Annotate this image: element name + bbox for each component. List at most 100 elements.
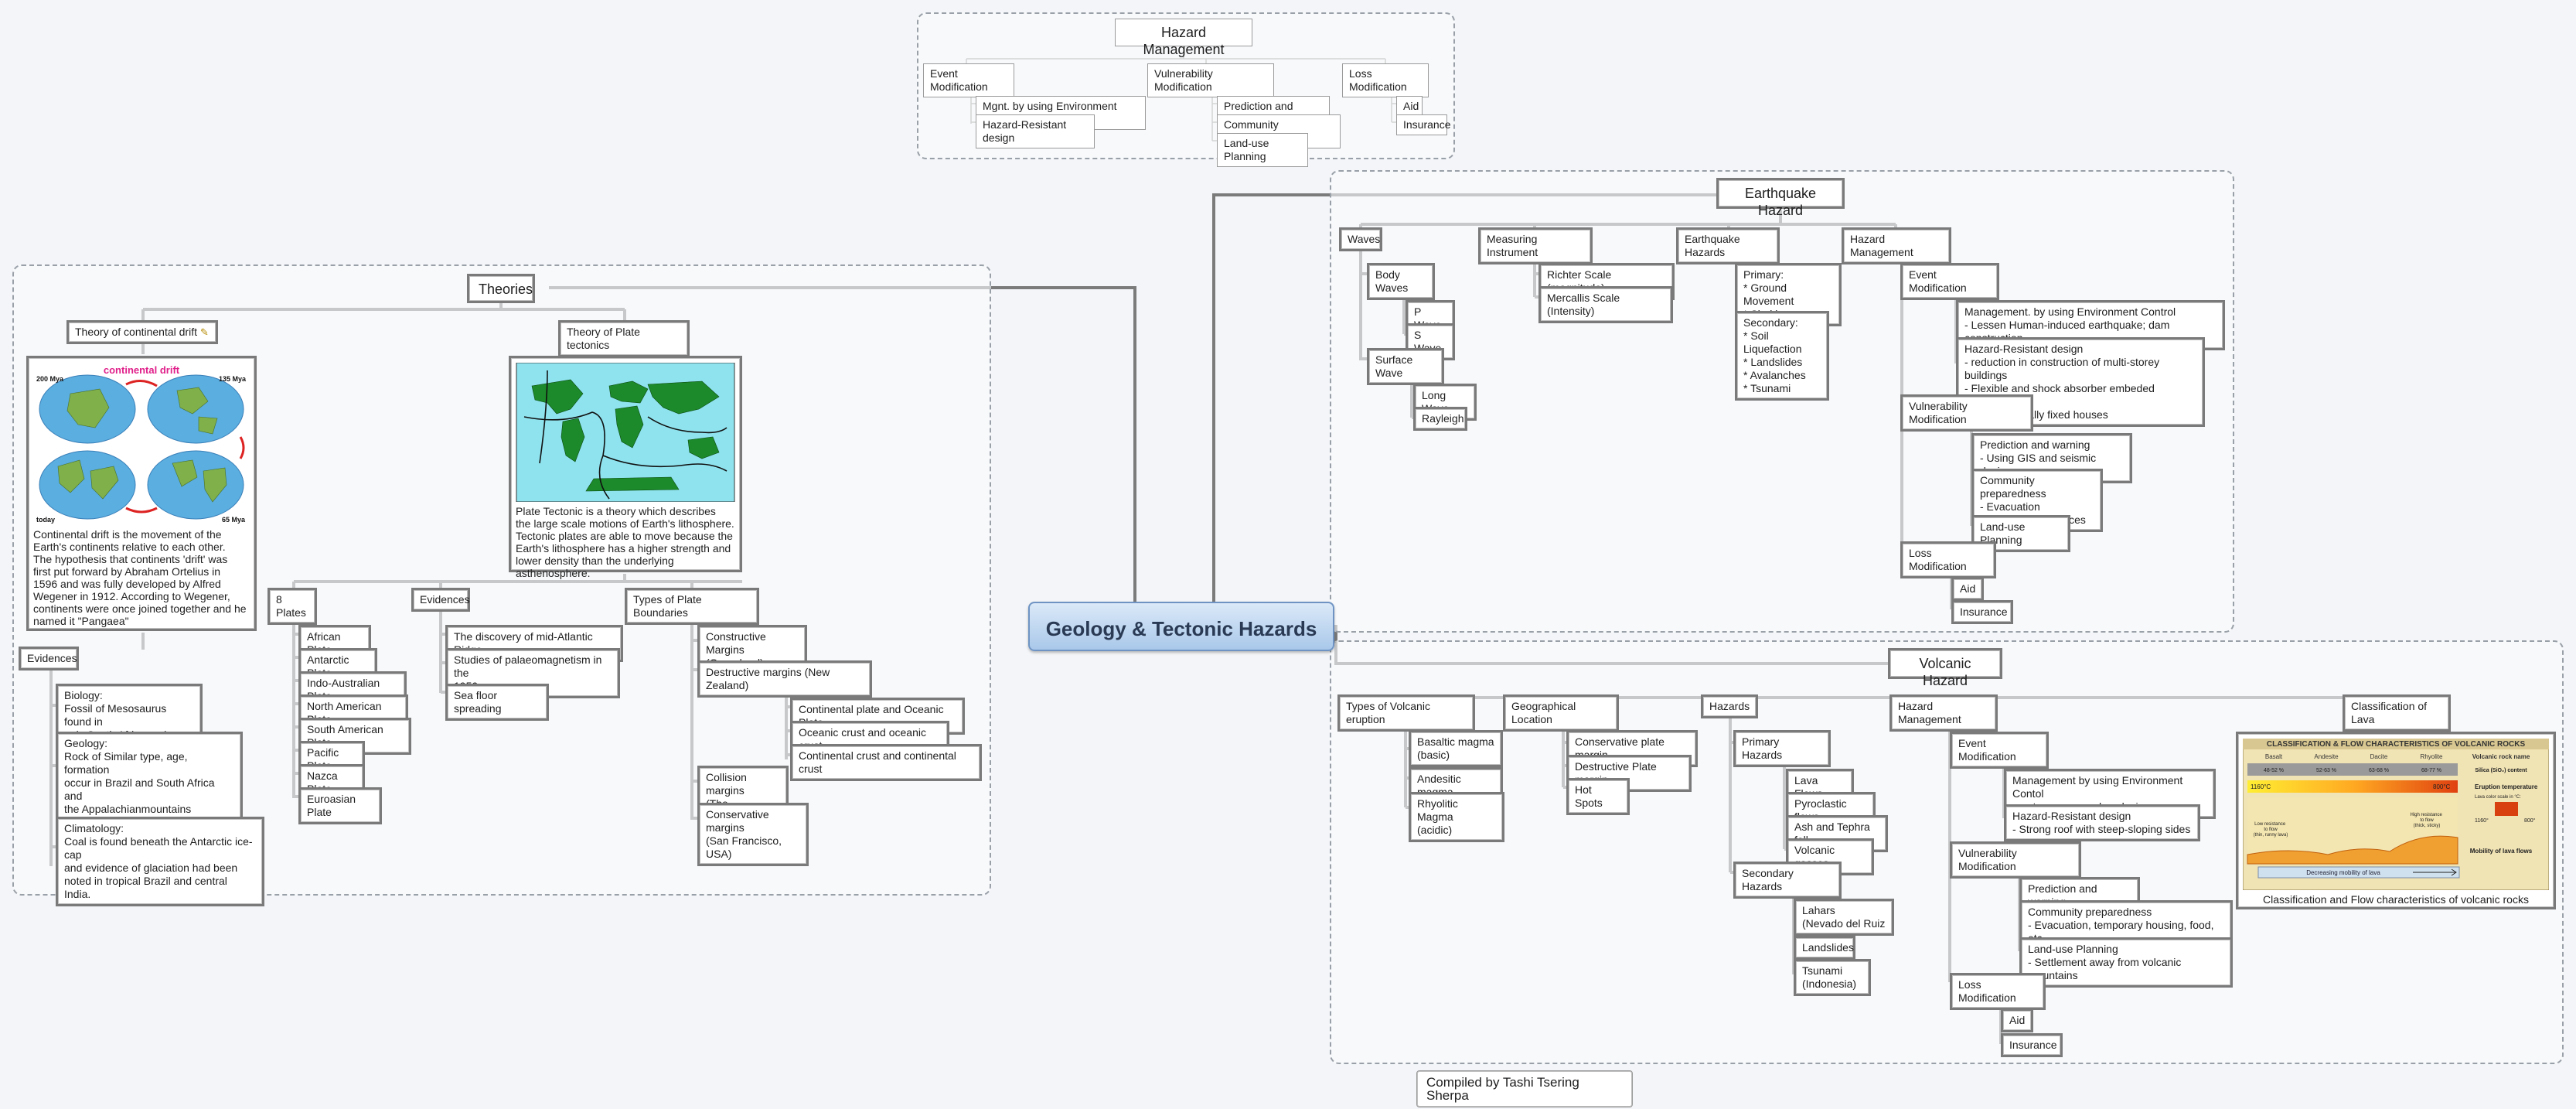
vo-geo-item[interactable]: Hot Spots [1566, 778, 1630, 815]
drift-label-today: today [36, 516, 55, 524]
lava-scale-high: 1160° [2475, 817, 2489, 824]
eq-loss-item[interactable]: Aid [1951, 577, 1984, 601]
lava-temp-note: Lava color scale in °C: [2475, 795, 2521, 800]
earthquake-title[interactable]: Earthquake Hazard [1716, 178, 1845, 218]
vo-secondary[interactable]: Secondary Hazards [1733, 862, 1842, 899]
vo-vuln-mod[interactable]: Vulnerability Modification [1950, 841, 2081, 879]
drift-evidence-item[interactable]: Climatology: Coal is found beneath the A… [56, 817, 264, 906]
continental-drift-description: Continental drift is the movement of the… [33, 528, 247, 627]
eq-hazards[interactable]: Earthquake Hazards [1676, 227, 1780, 264]
lava-col-dacite: Dacite [2370, 753, 2388, 760]
lava-classification-image: CLASSIFICATION & FLOW CHARACTERISTICS OF… [2243, 739, 2549, 890]
vo-management[interactable]: Hazard Management [1889, 694, 1998, 732]
lava-silica-andesite: 52-63 % [2316, 768, 2336, 773]
hm-top-loss[interactable]: Loss Modification [1342, 63, 1429, 97]
vo-primary[interactable]: Primary Hazards [1733, 730, 1831, 767]
eq-event-mod[interactable]: Event Modification [1900, 263, 1999, 300]
vo-loss-item[interactable]: Insurance [2001, 1033, 2063, 1057]
plates-label[interactable]: 8 Plates [267, 588, 317, 625]
eq-measuring[interactable]: Measuring Instrument [1478, 227, 1593, 264]
lava-silica-rhyolite: 68-77 % [2421, 768, 2441, 773]
eq-hazard-secondary[interactable]: Secondary: * Soil Liquefaction * Landsli… [1735, 311, 1829, 401]
eq-surface-item[interactable]: Rayleigh [1413, 407, 1467, 431]
eq-loss-mod[interactable]: Loss Modification [1900, 541, 1996, 578]
svg-text-line: to flow [2420, 818, 2434, 823]
lava-caption: Classification and Flow characteristics … [2263, 893, 2529, 906]
drift-label-200: 200 Mya [36, 375, 64, 383]
drift-image-title: continental drift [104, 364, 180, 376]
central-topic[interactable]: Geology & Tectonic Hazards [1028, 602, 1334, 651]
plate-item[interactable]: Euroasian Plate [298, 787, 382, 824]
lava-high-line: High resistance [2410, 813, 2442, 817]
continental-drift-node[interactable]: Theory of continental drift✎ [66, 320, 218, 344]
eq-waves[interactable]: Waves [1339, 227, 1382, 251]
destructive-item[interactable]: Continental crust and continental crust [790, 744, 982, 781]
vo-event-item[interactable]: Hazard-Resistant design - Strong roof wi… [2004, 804, 2200, 841]
lava-classification-card[interactable]: CLASSIFICATION & FLOW CHARACTERISTICS OF… [2236, 732, 2556, 909]
vo-event-mod[interactable]: Event Modification [1950, 732, 2049, 769]
vo-geo[interactable]: Geographical Location [1503, 694, 1619, 732]
vo-loss-item[interactable]: Aid [2001, 1008, 2033, 1032]
eq-body-waves[interactable]: Body Waves [1367, 263, 1435, 300]
hm-top-event[interactable]: Event Modification [923, 63, 1014, 97]
vo-types[interactable]: Types of Volcanic eruption [1337, 694, 1475, 732]
svg-text-line: (thick, sticky) [2414, 824, 2441, 828]
tectonic-evidence-item[interactable]: Sea floor spreading [445, 684, 549, 721]
vo-secondary-item[interactable]: Lahars (Nevado del Ruiz [1794, 899, 1894, 936]
hm-top-vuln-item[interactable]: Land-use Planning [1217, 133, 1308, 167]
lava-col-rhyolite: Rhyolite [2421, 753, 2443, 760]
lava-image-title: CLASSIFICATION & FLOW CHARACTERISTICS OF… [2267, 740, 2526, 749]
hm-top-event-item[interactable]: Hazard-Resistant design [976, 114, 1095, 148]
vo-secondary-item[interactable]: Landslides [1794, 936, 1855, 960]
vo-loss-mod[interactable]: Loss Modification [1950, 973, 2046, 1010]
tectonic-evidences[interactable]: Evidences [411, 588, 470, 612]
vo-vuln-item[interactable]: Land-use Planning - Settlement away from… [2019, 937, 2233, 988]
lava-scale-low: 800° [2524, 817, 2536, 824]
lava-low-resistance: Low resistance to flow(thin, runny lava) [2254, 822, 2288, 838]
plate-tectonics-card[interactable]: Plate Tectonic is a theory which describ… [509, 356, 742, 579]
eq-measuring-item[interactable]: Mercallis Scale (Intensity) [1538, 286, 1673, 323]
eq-vuln-mod[interactable]: Vulnerability Modification [1900, 394, 2033, 432]
lava-decreasing: Decreasing mobility of lava [2306, 869, 2380, 876]
plate-tectonics-node[interactable]: Theory of Plate tectonics [558, 320, 690, 357]
eq-surface-wave[interactable]: Surface Wave [1367, 348, 1444, 385]
boundary-conservative[interactable]: Conservative margins (San Francisco, USA… [697, 803, 809, 866]
vo-type-item[interactable]: Rhyolitic Magma (acidic) [1409, 792, 1504, 842]
lava-silica-label: Silica (SiO₂) content [2475, 768, 2527, 773]
volcanic-title[interactable]: Volcanic Hazard [1888, 648, 2002, 688]
svg-text-line: (thin, runny lava) [2254, 833, 2288, 838]
hm-top-title[interactable]: Hazard Management [1115, 19, 1252, 57]
hm-top-loss-item[interactable]: Insurance [1396, 114, 1450, 135]
continental-drift-image: continental drift 200 Mya 135 Mya today … [33, 363, 250, 525]
lava-low-line: Low resistance [2254, 822, 2286, 827]
lava-mobility-label: Mobility of lava flows [2470, 848, 2533, 855]
continental-drift-card[interactable]: continental drift 200 Mya 135 Mya today … [26, 356, 257, 631]
theories-title[interactable]: Theories [467, 274, 535, 303]
vo-lava[interactable]: Classification of Lava [2343, 694, 2451, 732]
lava-scale-swatch [2495, 802, 2518, 816]
drift-evidences[interactable]: Evidences [19, 647, 79, 671]
note-icon[interactable]: ✎ [199, 326, 209, 338]
boundaries-label[interactable]: Types of Plate Boundaries [625, 588, 759, 625]
eq-event-item[interactable]: Hazard-Resistant design - reduction in c… [1956, 337, 2205, 427]
lava-arrow [2413, 868, 2457, 876]
lava-col-andesite: Andesite [2314, 753, 2339, 760]
svg-text-line: to flow [2264, 827, 2278, 832]
lava-silica-basalt: 48-52 % [2264, 768, 2284, 773]
hm-top-vuln[interactable]: Vulnerability Modification [1147, 63, 1274, 97]
lava-temp-label: Eruption temperature [2475, 783, 2538, 790]
vo-secondary-item[interactable]: Tsunami (Indonesia) [1794, 959, 1871, 996]
eq-loss-item[interactable]: Insurance [1951, 600, 2013, 624]
hm-top-loss-item[interactable]: Aid [1396, 96, 1423, 117]
lava-temp-high: 1160°C [2251, 783, 2271, 790]
plate-tectonics-description: Plate Tectonic is a theory which describ… [516, 505, 734, 579]
lava-temp-low: 800°C [2433, 783, 2451, 790]
vo-hazards[interactable]: Hazards [1701, 694, 1758, 718]
lava-col-name: Volcanic rock name [2472, 753, 2530, 760]
lava-col-basalt: Basalt [2265, 753, 2283, 760]
vo-type-item[interactable]: Basaltic magma (basic) [1409, 730, 1503, 767]
boundary-destructive[interactable]: Destructive margins (New Zealand) [697, 660, 872, 698]
credit-label: Compiled by Tashi Tsering Sherpa [1416, 1070, 1633, 1107]
eq-management[interactable]: Hazard Management [1842, 227, 1951, 264]
